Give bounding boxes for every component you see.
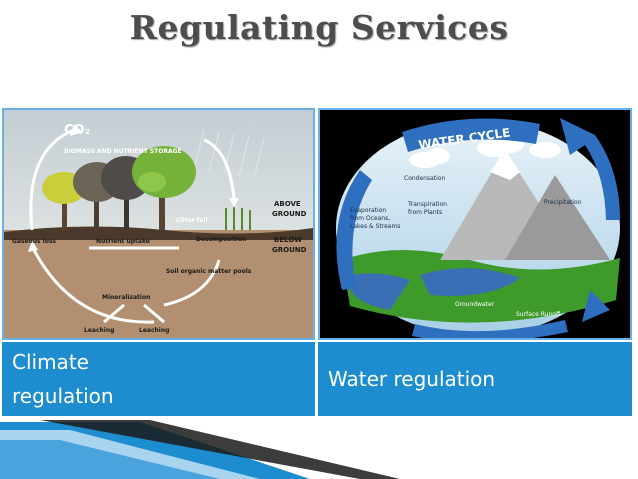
water-cycle-image: WATER CYCLE Condensation Precipitation E… — [318, 108, 632, 340]
transpiration-label-1: Transpiration — [407, 201, 447, 208]
climate-regulation-cell: Climate regulation — [2, 342, 315, 416]
water-regulation-label: Water regulation — [328, 367, 496, 391]
trees-illustration — [42, 146, 196, 230]
condensation-label: Condensation — [404, 175, 445, 182]
below-ground-label-2: GROUND — [272, 246, 307, 254]
litter-fall-label: Litter fall — [176, 217, 208, 224]
title-banner — [402, 118, 540, 152]
water-regulation-cell: Water regulation — [318, 342, 632, 416]
above-ground-label-2: GROUND — [272, 210, 307, 218]
corner-swoosh-decoration — [0, 420, 400, 479]
co2-label: CO₂ — [64, 123, 90, 138]
groundwater-label: Groundwater — [455, 301, 495, 308]
lake — [420, 268, 520, 296]
gaseous-loss-label: Gaseous loss — [12, 238, 56, 245]
soil-pools-label: Soil organic matter pools — [166, 268, 252, 275]
rain-lines — [193, 129, 265, 179]
soil-area — [4, 230, 313, 338]
storage-label: BIOMASS AND NUTRIENT STORAGE — [64, 148, 182, 155]
surface-runoff-label: Surface Runoff — [516, 311, 561, 318]
mineralization-label: Mineralization — [102, 294, 150, 301]
below-ground-label-1: BELOW — [274, 236, 302, 244]
evaporation-label-2: from Oceans, — [350, 215, 390, 222]
transpiration-label-2: from Plants — [408, 209, 442, 216]
water-cycle-diagram: WATER CYCLE Condensation Precipitation E… — [320, 110, 630, 338]
decomposition-label: Decomposition — [196, 236, 246, 243]
leaching-right-label: Leaching — [139, 327, 169, 334]
snow-cap — [490, 150, 520, 180]
clouds — [409, 135, 561, 168]
evaporation-label-1: Evaporation — [350, 207, 386, 214]
evaporation-label-3: Lakes & Streams — [350, 223, 400, 230]
nutrient-uptake-label: Nutrient uptake — [96, 238, 150, 245]
cycle-arrows — [29, 128, 236, 324]
arrow-heads — [28, 124, 239, 252]
climate-regulation-label: Climate regulation — [12, 350, 114, 408]
slide-title: Regulating Services — [129, 8, 509, 47]
cycle-arrows — [336, 118, 620, 338]
mountain-right — [505, 175, 610, 260]
ocean — [350, 273, 410, 310]
ground-line — [4, 226, 313, 240]
leaching-left-label: Leaching — [84, 327, 114, 334]
carbon-cycle-diagram: CO₂ BIOMASS AND NUTRIENT STORAGE Litter … — [4, 110, 313, 338]
above-ground-label-1: ABOVE — [274, 200, 301, 208]
carbon-cycle-image: CO₂ BIOMASS AND NUTRIENT STORAGE Litter … — [2, 108, 315, 340]
crop-plants — [225, 206, 251, 230]
precipitation-label: Precipitation — [544, 199, 582, 206]
services-table: CO₂ BIOMASS AND NUTRIENT STORAGE Litter … — [2, 108, 632, 416]
